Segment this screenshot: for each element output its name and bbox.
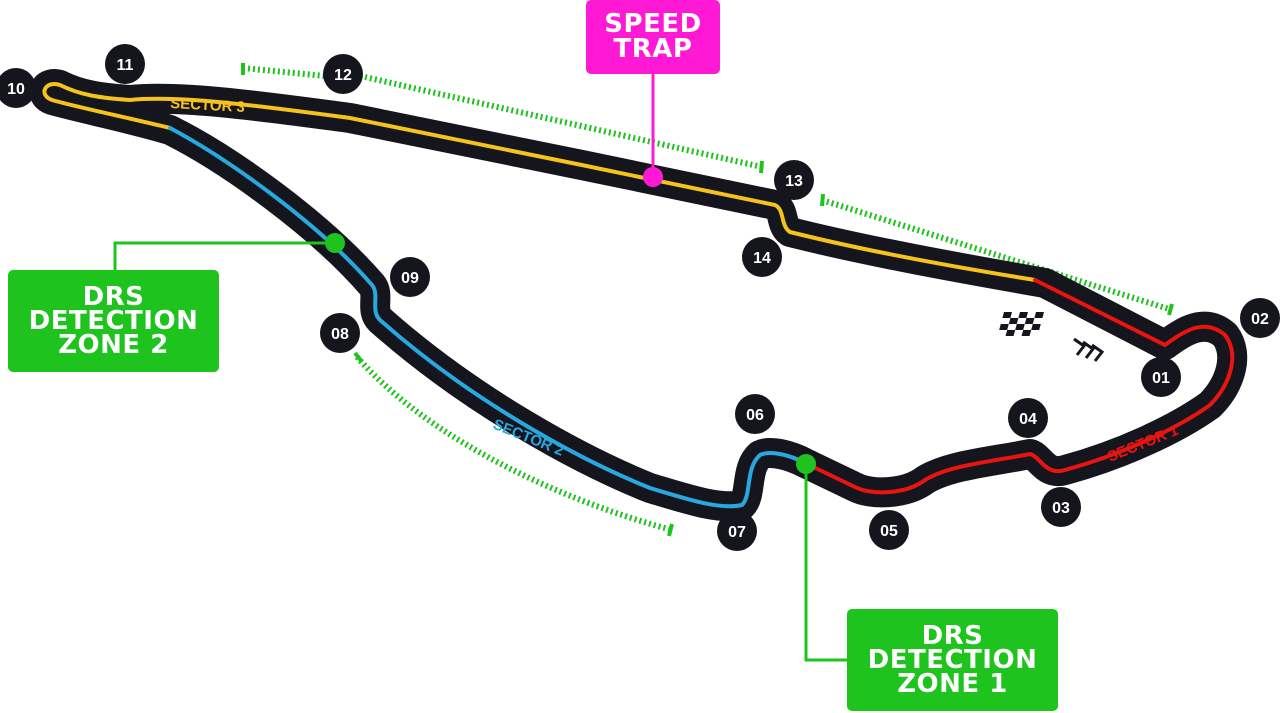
turn-09-label: 09 (401, 270, 419, 287)
direction-arrows-icon (1073, 337, 1105, 362)
turn-08-label: 08 (331, 326, 349, 343)
speed-trap-line-1: SPEED (604, 9, 702, 39)
turn-07-label: 07 (728, 524, 746, 541)
turn-12-badge: 12 (323, 54, 363, 94)
drs-zone-marker-back (354, 355, 673, 533)
turn-10-badge: 10 (0, 68, 36, 108)
turn-01-label: 01 (1152, 370, 1170, 387)
drs-zone-2-line-3: ZONE 2 (58, 330, 169, 360)
track-surface (29, 69, 1248, 522)
drs-detection-zone-1-callout: DRS DETECTION ZONE 1 (847, 609, 1058, 711)
turn-07-badge: 07 (717, 511, 757, 551)
turn-badges: 01 02 03 04 05 06 07 08 (0, 44, 1280, 551)
drs-zone-marker-end-cap-5 (353, 351, 364, 364)
drs-zone-1-leader (804, 465, 847, 662)
turn-13-label: 13 (785, 173, 803, 190)
drs-zone-2-line-2: DETECTION (28, 306, 199, 336)
chequered-flag-icon (997, 312, 1044, 336)
turn-06-badge: 06 (735, 394, 775, 434)
turn-03-label: 03 (1052, 500, 1070, 517)
drs-detection-zone-2-callout: DRS DETECTION ZONE 2 (8, 270, 219, 372)
drs-zone-2-line-1: DRS (82, 282, 145, 312)
speed-trap-callout: SPEED TRAP (586, 0, 720, 74)
turn-11-label: 11 (117, 57, 134, 74)
drs-zone-marker-end-cap-6 (667, 523, 674, 537)
turn-11-badge: 11 (105, 44, 145, 84)
drs-zone-marker-straight-top (242, 65, 336, 80)
turn-14-badge: 14 (742, 237, 782, 277)
sector-3-line (42, 82, 1037, 282)
drs-zone-marker-end-cap-4 (1167, 303, 1174, 316)
turn-10-label: 10 (7, 81, 25, 98)
turn-02-label: 02 (1251, 311, 1269, 328)
turn-13-badge: 13 (774, 160, 814, 200)
turn-04-badge: 04 (1008, 398, 1048, 438)
turn-04-label: 04 (1019, 411, 1037, 428)
drs-zone-1-marker (796, 454, 816, 474)
drs-zone-2-leader (113, 241, 335, 270)
turn-02-badge: 02 (1240, 298, 1280, 338)
drs-zone-2-marker (325, 233, 345, 253)
sector-3-label: SECTOR 3 (170, 95, 246, 116)
drs-zone-1-line-2: DETECTION (867, 645, 1038, 675)
drs-zone-marker-straight-right (821, 197, 1173, 313)
turn-14-label: 14 (753, 250, 771, 267)
turn-08-badge: 08 (320, 313, 360, 353)
sector-1-line (803, 278, 1235, 495)
drs-zone-marker-end-cap-3 (820, 193, 825, 207)
speed-trap-marker (643, 167, 663, 187)
sector-2-line (168, 126, 807, 509)
turn-03-badge: 03 (1041, 487, 1081, 527)
drs-zone-marker-end-cap-2 (759, 160, 764, 174)
turn-01-badge: 01 (1141, 357, 1181, 397)
speed-trap-line-2: TRAP (613, 34, 693, 64)
drs-zone-1-line-3: ZONE 1 (897, 669, 1008, 699)
turn-06-label: 06 (746, 407, 764, 424)
drs-zone-markers (241, 63, 1174, 537)
turn-05-label: 05 (880, 523, 898, 540)
turn-12-label: 12 (334, 67, 352, 84)
drs-zone-1-line-1: DRS (921, 621, 984, 651)
turn-09-badge: 09 (390, 257, 430, 297)
turn-05-badge: 05 (869, 510, 909, 550)
